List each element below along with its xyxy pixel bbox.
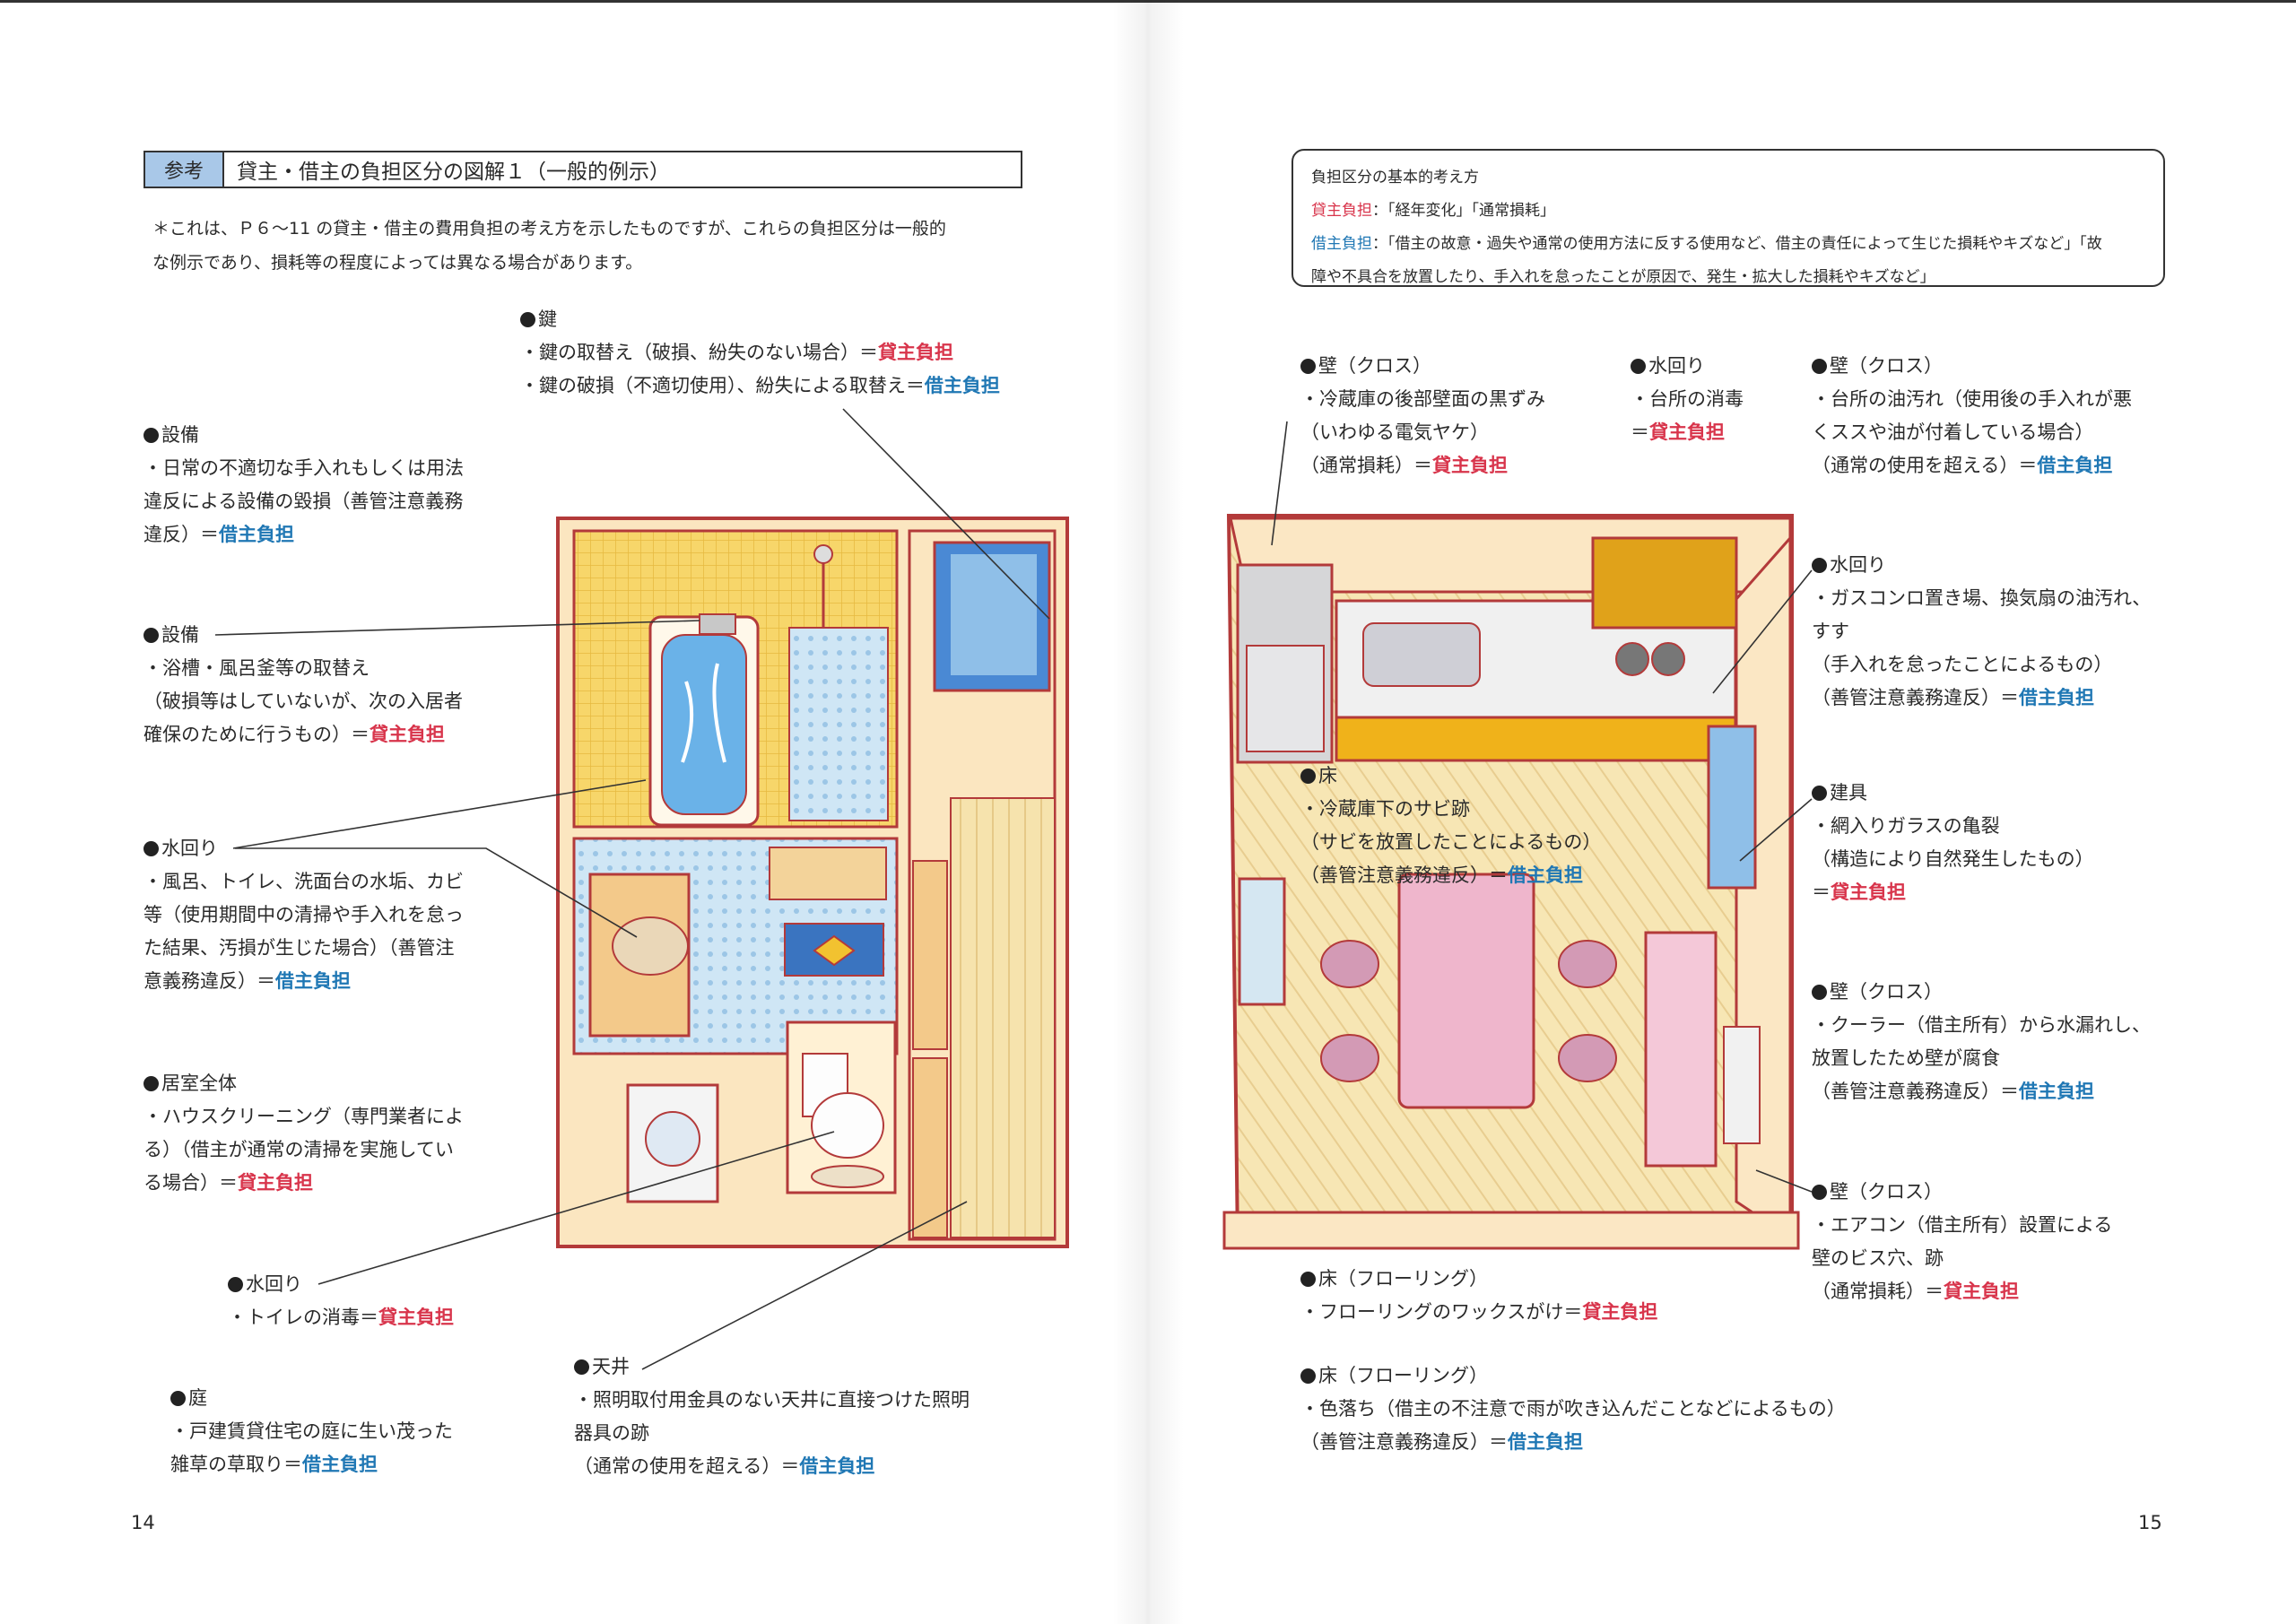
item-equipment-2: 設備 ・浴槽・風呂釜等の取替え （破損等はしていないが、次の入居者 確保のために… — [144, 619, 502, 751]
page-title: 貸主・借主の負担区分の図解１（一般的例示） — [237, 161, 670, 184]
right-room-illustration — [1222, 514, 1800, 1250]
page-number-right: 15 — [2138, 1512, 2162, 1533]
item-flooring-wax: 床（フローリング） ・フローリングのワックスがけ＝貸主負担 — [1300, 1263, 1803, 1329]
item-floor-1: 床 ・冷蔵庫下のサビ跡 （サビを放置したことによるもの） （善管注意義務違反）＝… — [1300, 760, 1713, 892]
page-header: 参考 貸主・借主の負担区分の図解１（一般的例示） — [144, 151, 1022, 188]
item-plumbing-2: 水回り ・トイレの消毒＝貸主負担 — [228, 1268, 587, 1334]
item-ceiling: 天井 ・照明取付用金具のない天井に直接つけた照明 器具の跡 （通常の使用を超える… — [574, 1350, 1040, 1483]
washroom-area — [572, 837, 899, 1203]
book-gutter — [1112, 0, 1184, 1624]
item-plumbing-4: 水回り ・ガスコンロ置き場、換気扇の油汚れ、 すす （手入れを怠ったことによるも… — [1812, 549, 2170, 715]
item-garden: 庭 ・戸建賃貸住宅の庭に生い茂った 雑草の草取り＝借主負担 — [170, 1382, 529, 1481]
scan-top-edge — [0, 0, 2296, 3]
basic-principles-box: 負担区分の基本的考え方 貸主負担：「経年変化」「通常損耗」 借主負担：「借主の故… — [1292, 149, 2165, 287]
item-plumbing-3: 水回り ・台所の消毒 ＝貸主負担 — [1631, 350, 1801, 449]
page-number-left: 14 — [131, 1512, 155, 1533]
left-room-illustration — [556, 517, 1069, 1248]
bathroom-area — [572, 529, 899, 829]
item-fittings: 建具 ・網入りガラスの亀裂 （構造により自然発生したもの） ＝貸主負担 — [1812, 777, 2170, 909]
hallway-area — [908, 529, 1057, 1241]
item-flooring-fade: 床（フローリング） ・色落ち（借主の不注意で雨が吹き込んだことなどによるもの） … — [1300, 1359, 1928, 1459]
intro-note: ＊これは、Ｐ６～11 の貸主・借主の費用負担の考え方を示したものですが、これらの… — [152, 219, 946, 273]
item-wall-1: 壁（クロス） ・冷蔵庫の後部壁面の黒ずみ （いわゆる電気ヤケ） （通常損耗）＝貸… — [1300, 350, 1605, 482]
item-wall-4: 壁（クロス） ・エアコン（借主所有）設置による 壁のビス穴、跡 （通常損耗）＝貸… — [1812, 1176, 2170, 1308]
item-wall-2: 壁（クロス） ・台所の油汚れ（使用後の手入れが悪 くススや油が付着している場合）… — [1812, 350, 2170, 482]
item-whole-room: 居室全体 ・ハウスクリーニング（専門業者によ る）（借主が通常の清掃を実施してい… — [144, 1067, 502, 1200]
item-wall-3: 壁（クロス） ・クーラー（借主所有）から水漏れし、 放置したため壁が腐食 （善管… — [1812, 976, 2170, 1108]
item-key: 鍵 ・鍵の取替え（破損、紛失のない場合）＝貸主負担 ・鍵の破損（不適切使用）、紛… — [520, 303, 1058, 403]
toilet-area — [786, 1020, 897, 1194]
reference-tag: 参考 — [145, 152, 224, 187]
item-equipment-1: 設備 ・日常の不適切な手入れもしくは用法 違反による設備の毀損（善管注意義務 違… — [144, 419, 502, 551]
item-plumbing-1: 水回り ・風呂、トイレ、洗面台の水垢、カビ 等（使用期間中の清掃や手入れを怠っ … — [144, 832, 502, 998]
